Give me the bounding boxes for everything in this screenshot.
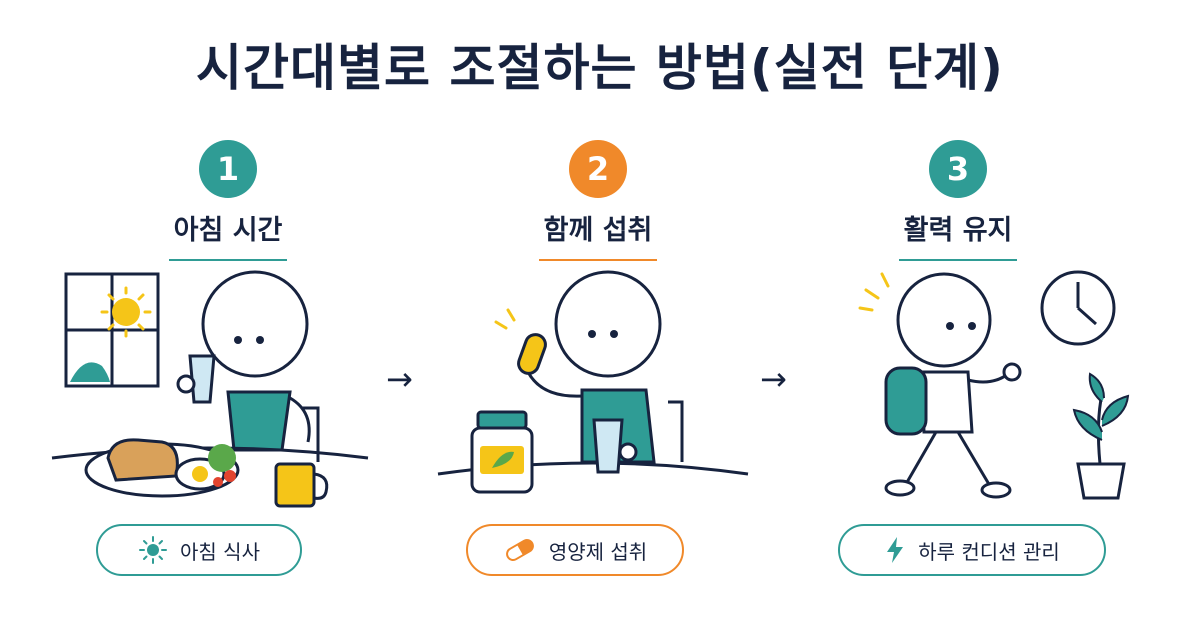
person-figure bbox=[201, 270, 311, 452]
capsule-icon bbox=[494, 308, 547, 375]
page-title: 시간대별로 조절하는 방법(실전 단계) bbox=[196, 39, 1004, 97]
step-2: 2 함께 섭취 bbox=[448, 140, 748, 261]
chair-icon bbox=[302, 406, 320, 462]
breakfast-plate-icon bbox=[84, 438, 240, 498]
pill-breakfast: 아침 식사 bbox=[96, 524, 302, 576]
arrow-icon: → bbox=[760, 360, 787, 398]
step-label: 활력 유지 bbox=[903, 215, 1013, 246]
breakfast-illustration bbox=[51, 270, 369, 508]
sun-icon bbox=[139, 536, 168, 564]
supplement-illustration bbox=[437, 270, 749, 494]
pill-label: 영양제 섭취 bbox=[548, 539, 648, 564]
lightning-icon bbox=[887, 537, 904, 563]
step-number-badge: 1 bbox=[199, 140, 257, 198]
step-number-badge: 3 bbox=[929, 140, 987, 198]
step-1: 1 아침 시간 bbox=[78, 140, 378, 261]
pill-label: 하루 컨디션 관리 bbox=[918, 539, 1060, 564]
person-figure bbox=[884, 272, 1022, 499]
pill-label: 아침 식사 bbox=[180, 539, 260, 564]
potted-plant-icon bbox=[1072, 372, 1130, 500]
pill-supplement: 영양제 섭취 bbox=[466, 524, 684, 576]
arrow-icon: → bbox=[386, 360, 413, 398]
step-underline bbox=[539, 259, 657, 261]
chair-icon bbox=[668, 400, 684, 462]
water-glass-icon bbox=[176, 354, 216, 404]
window-icon bbox=[64, 272, 160, 388]
step-label: 함께 섭취 bbox=[543, 215, 653, 246]
clock-icon bbox=[1040, 270, 1116, 346]
table-icon bbox=[51, 446, 369, 460]
step-label: 아침 시간 bbox=[173, 215, 283, 246]
supplement-bottle-icon bbox=[470, 410, 534, 494]
sun-icon bbox=[100, 286, 152, 338]
capsule-icon bbox=[505, 539, 534, 561]
backpack-icon bbox=[884, 366, 928, 436]
water-glass-icon bbox=[592, 418, 638, 474]
step-number-badge: 2 bbox=[569, 140, 627, 198]
energy-sparkle-icon bbox=[858, 272, 890, 312]
walking-illustration bbox=[858, 270, 1130, 500]
coffee-mug-icon bbox=[274, 462, 329, 508]
step-3: 3 활력 유지 bbox=[808, 140, 1108, 261]
step-underline bbox=[899, 259, 1017, 261]
pill-condition: 하루 컨디션 관리 bbox=[838, 524, 1106, 576]
step-underline bbox=[169, 259, 287, 261]
